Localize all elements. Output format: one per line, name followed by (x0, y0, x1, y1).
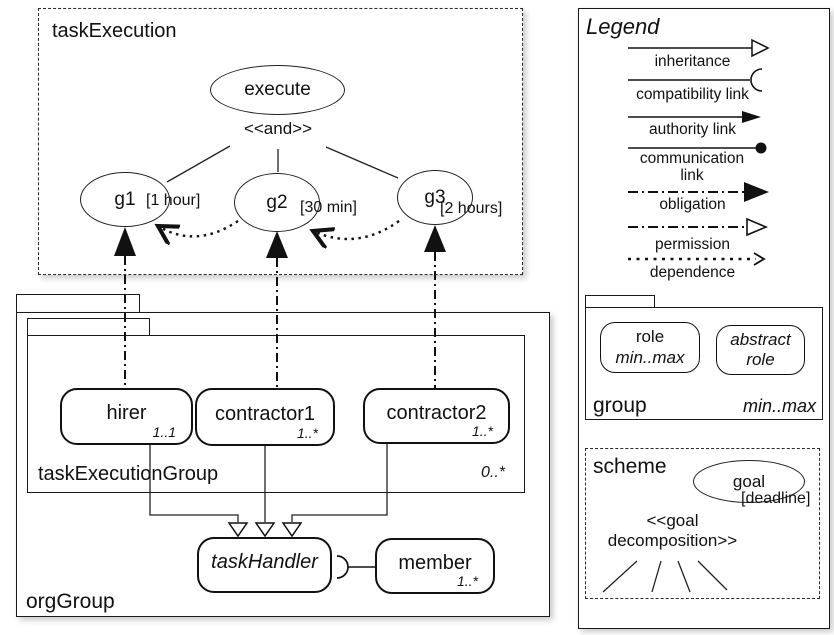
role-contractor2-label: contractor2 (386, 401, 487, 424)
abstract-role-key-label: abstract role (730, 329, 791, 369)
legend-title: Legend (586, 14, 660, 39)
goal-execute-label: execute (244, 79, 311, 100)
goal-g1-ellipse: g1 (80, 172, 170, 227)
role-contractor1-label: contractor1 (214, 402, 316, 425)
permission-hollow-triangle-icon (628, 217, 769, 237)
legend-inheritance-label: inheritance (654, 53, 731, 70)
group-key-title: group (593, 394, 647, 417)
goal-key-deadline: [deadline] (741, 490, 811, 507)
goal-execute-ellipse: execute (210, 65, 345, 115)
org-group-tab (16, 294, 140, 313)
goal-g3-ellipse: g3 (397, 170, 473, 225)
compatibility-socket-icon (628, 68, 763, 92)
role-hirer-label: hirer (106, 402, 147, 424)
task-execution-scheme-box (38, 8, 523, 275)
role-key-label: role (635, 327, 665, 347)
role-contractor1-node: contractor1 1..* (195, 388, 335, 446)
legend-compatibility-label: compatibility link (636, 86, 749, 103)
role-contractor1-multiplicity: 1..* (296, 425, 318, 441)
task-execution-group-multiplicity: 0..* (481, 464, 506, 481)
legend-authority-label: authority link (648, 121, 736, 138)
goal-g1-label: g1 (114, 188, 136, 210)
group-key-multiplicity: min..max (742, 396, 816, 416)
task-execution-group-tab (27, 318, 150, 336)
group-key-tab (585, 295, 655, 308)
role-hirer-multiplicity: 1..1 (152, 424, 176, 440)
g1-deadline-label: [1 hour] (146, 192, 201, 209)
legend-permission-label: permission (655, 236, 730, 253)
abstract-role-key-node: abstract role (716, 325, 805, 375)
task-execution-title: taskExecution (52, 20, 177, 42)
role-member-label: member (398, 551, 472, 574)
role-key-node: role min..max (600, 322, 700, 373)
org-group-title: orgGroup (26, 590, 115, 613)
dependence-thin-arrow-icon (628, 252, 766, 266)
authority-solid-arrow-icon (628, 111, 761, 123)
goal-g3-label: g3 (424, 186, 446, 208)
role-taskhandler-node: taskHandler (197, 537, 332, 593)
scheme-key-title: scheme (593, 455, 667, 478)
scheme-key-box (585, 448, 820, 599)
inheritance-hollow-arrow-icon (628, 38, 770, 58)
legend-obligation-label: obligation (659, 196, 726, 213)
g2-deadline-label: [30 min] (300, 199, 357, 216)
communication-dot-icon (628, 142, 767, 154)
and-operator-label: <<and>> (243, 119, 313, 138)
goal-key-ellipse: goal (693, 460, 805, 503)
legend-dependence-label: dependence (649, 264, 736, 281)
role-taskhandler-label: taskHandler (211, 550, 318, 573)
role-member-multiplicity: 1..* (456, 573, 478, 589)
role-member-node: member 1..* (375, 538, 495, 594)
goal-key-label: goal (732, 471, 766, 491)
goal-decomposition-line2: decomposition>> (607, 530, 738, 550)
goal-decomposition-line1: <<goal (646, 511, 699, 530)
role-key-multiplicity: min..max (615, 347, 685, 367)
goal-decomposition-label: <<goal decomposition>> (595, 511, 750, 550)
obligation-solid-triangle-icon (628, 182, 769, 202)
goal-g2-label: g2 (266, 191, 288, 213)
role-contractor2-multiplicity: 1..* (471, 423, 493, 439)
legend-communication-label: communication link (639, 150, 745, 185)
g3-deadline-label: [2 hours] (440, 200, 503, 217)
task-execution-group-title: taskExecutionGroup (38, 463, 219, 485)
role-contractor2-node: contractor2 1..* (363, 388, 510, 444)
role-hirer-node: hirer 1..1 (60, 388, 193, 445)
